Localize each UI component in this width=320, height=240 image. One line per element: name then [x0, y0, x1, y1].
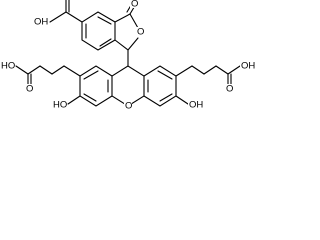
- carboxyl-oh-label: OH: [34, 17, 48, 28]
- lactone-o-label: O: [137, 27, 144, 38]
- left-acid-o-label: O: [26, 84, 33, 95]
- phthalide-ring-system: [49, 0, 139, 67]
- phenol-bonds: [67, 95, 189, 105]
- carbonyl-o-label: O: [131, 0, 138, 10]
- chemical-structure: OH O O HO O OH O HO OH O: [0, 0, 255, 112]
- right-acid-oh-label: OH: [241, 61, 255, 72]
- xanthene-o-label: O: [125, 101, 132, 112]
- right-acid-o-label: O: [226, 84, 233, 95]
- left-phenol-ho-label: HO: [53, 100, 67, 111]
- atom-labels: OH O O HO O OH O HO OH O: [0, 0, 255, 112]
- right-phenol-oh-label: OH: [189, 100, 203, 111]
- left-acid-ho-label: HO: [1, 61, 15, 72]
